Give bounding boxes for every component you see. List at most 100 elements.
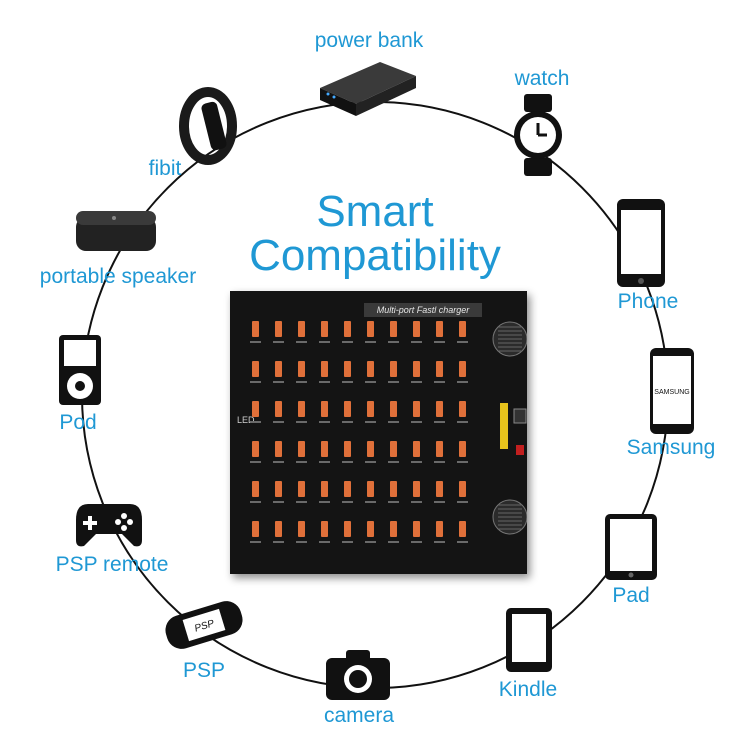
fibit-label: fibit — [148, 157, 182, 180]
port-label — [388, 501, 399, 503]
usb-port — [252, 361, 259, 377]
usb-port — [413, 321, 420, 337]
power-socket-icon — [513, 408, 527, 424]
port-label — [273, 341, 284, 343]
port-label — [457, 501, 468, 503]
port-label — [342, 421, 353, 423]
usb-port — [344, 441, 351, 457]
port-label — [296, 461, 307, 463]
port-label — [457, 541, 468, 543]
port-label — [434, 541, 445, 543]
multi-port-charger: Multi-port Fastl charger LED — [230, 291, 527, 574]
port-label — [319, 421, 330, 423]
port-label — [411, 381, 422, 383]
usb-port — [436, 481, 443, 497]
camera-icon — [326, 650, 390, 700]
usb-port — [344, 521, 351, 537]
usb-port — [367, 521, 374, 537]
fitness-band-icon — [179, 87, 237, 165]
port-label — [319, 341, 330, 343]
usb-port — [252, 441, 259, 457]
usb-port — [390, 441, 397, 457]
port-label — [319, 381, 330, 383]
usb-port — [298, 521, 305, 537]
port-label — [365, 541, 376, 543]
port-label — [296, 341, 307, 343]
usb-port — [390, 521, 397, 537]
kindle-icon — [506, 608, 552, 672]
led-indicator: LED — [237, 415, 255, 425]
power-bank-icon — [320, 62, 416, 116]
watch-icon — [514, 94, 562, 176]
usb-port — [252, 481, 259, 497]
port-label — [273, 541, 284, 543]
port-label — [434, 461, 445, 463]
pad-label: Pad — [612, 584, 650, 607]
phone-label: Phone — [617, 290, 679, 313]
port-label — [434, 501, 445, 503]
port-label — [296, 421, 307, 423]
usb-port — [321, 521, 328, 537]
port-label — [342, 381, 353, 383]
samsung-screen-text: SAMSUNG — [654, 389, 689, 396]
port-label — [250, 381, 261, 383]
port-label — [434, 341, 445, 343]
usb-port — [413, 521, 420, 537]
camera-label: camera — [323, 704, 395, 727]
usb-port — [275, 401, 282, 417]
usb-port — [367, 361, 374, 377]
port-label — [457, 461, 468, 463]
usb-port — [321, 401, 328, 417]
port-label — [296, 381, 307, 383]
port-label — [319, 541, 330, 543]
usb-port — [275, 521, 282, 537]
usb-port — [390, 321, 397, 337]
samsung-label: Samsung — [626, 436, 716, 459]
port-label — [388, 541, 399, 543]
usb-port — [275, 481, 282, 497]
usb-port — [390, 361, 397, 377]
usb-port — [321, 321, 328, 337]
usb-port — [321, 361, 328, 377]
port-label — [365, 341, 376, 343]
usb-port — [275, 321, 282, 337]
kindle-label: Kindle — [498, 678, 558, 701]
usb-port — [298, 441, 305, 457]
portable-speaker-label: portable speaker — [39, 265, 197, 288]
port-label — [365, 381, 376, 383]
port-label — [342, 341, 353, 343]
usb-port — [298, 361, 305, 377]
usb-port — [413, 361, 420, 377]
charger-label: Multi-port Fastl charger — [364, 303, 482, 317]
port-label — [411, 541, 422, 543]
usb-port — [344, 361, 351, 377]
port-label — [388, 421, 399, 423]
port-label — [434, 381, 445, 383]
usb-port — [436, 361, 443, 377]
port-label — [273, 501, 284, 503]
ipod-icon — [59, 335, 101, 405]
port-label — [319, 501, 330, 503]
usb-port — [413, 401, 420, 417]
tablet-icon — [605, 514, 657, 580]
port-label — [250, 341, 261, 343]
port-label — [411, 421, 422, 423]
usb-port — [459, 321, 466, 337]
usb-port — [436, 521, 443, 537]
usb-port — [298, 401, 305, 417]
usb-port — [367, 441, 374, 457]
port-label — [273, 461, 284, 463]
port-label — [250, 501, 261, 503]
samsung-phone-icon: SAMSUNG — [650, 348, 694, 434]
title-smart: Smart — [316, 187, 434, 236]
psp-remote-label: PSP remote — [55, 553, 169, 576]
port-label — [411, 501, 422, 503]
phone-icon — [617, 199, 665, 287]
pod-label: Pod — [59, 411, 97, 434]
port-label — [250, 421, 261, 423]
usb-port — [344, 401, 351, 417]
port-label — [273, 421, 284, 423]
charger-port-grid — [250, 321, 527, 543]
usb-port — [413, 441, 420, 457]
psp-label: PSP — [182, 659, 226, 682]
